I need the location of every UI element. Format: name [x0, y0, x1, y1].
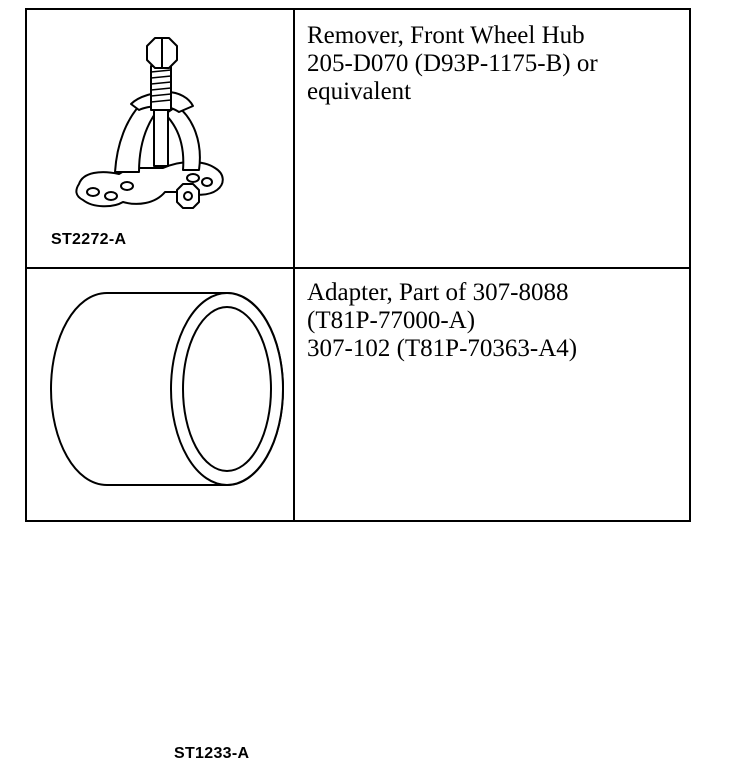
- wheel-hub-remover-icon: [75, 37, 224, 209]
- tool-1-description: Remover, Front Wheel Hub 205-D070 (D93P-…: [307, 22, 679, 106]
- tool-2-description-cell: Adapter, Part of 307-8088 (T81P-77000-A)…: [295, 269, 689, 520]
- special-tools-table: ST2272-A Remover, Front Wheel Hub 205-D0…: [25, 8, 691, 762]
- tool-1-line-1: Remover, Front Wheel Hub: [307, 22, 585, 49]
- tool-1-description-cell: Remover, Front Wheel Hub 205-D070 (D93P-…: [295, 10, 689, 269]
- tool-1-line-2: 205-D070 (D93P-1175-B) or: [307, 50, 598, 77]
- tool-2-description: Adapter, Part of 307-8088 (T81P-77000-A)…: [307, 279, 679, 363]
- tool-1-illustration-cell: ST2272-A: [27, 10, 295, 269]
- tool-2-line-1: Adapter, Part of 307-8088: [307, 279, 569, 306]
- tool-2-illustration-cell: ST1233-A: [27, 269, 295, 762]
- adapter-sleeve-icon: [49, 292, 285, 486]
- tool-1-code: ST2272-A: [51, 231, 127, 248]
- tool-1-line-3: equivalent: [307, 78, 412, 105]
- tool-2-code: ST1233-A: [174, 745, 250, 762]
- tool-2-line-2: (T81P-77000-A): [307, 307, 476, 334]
- tool-2-line-3: 307-102 (T81P-70363-A4): [307, 335, 578, 362]
